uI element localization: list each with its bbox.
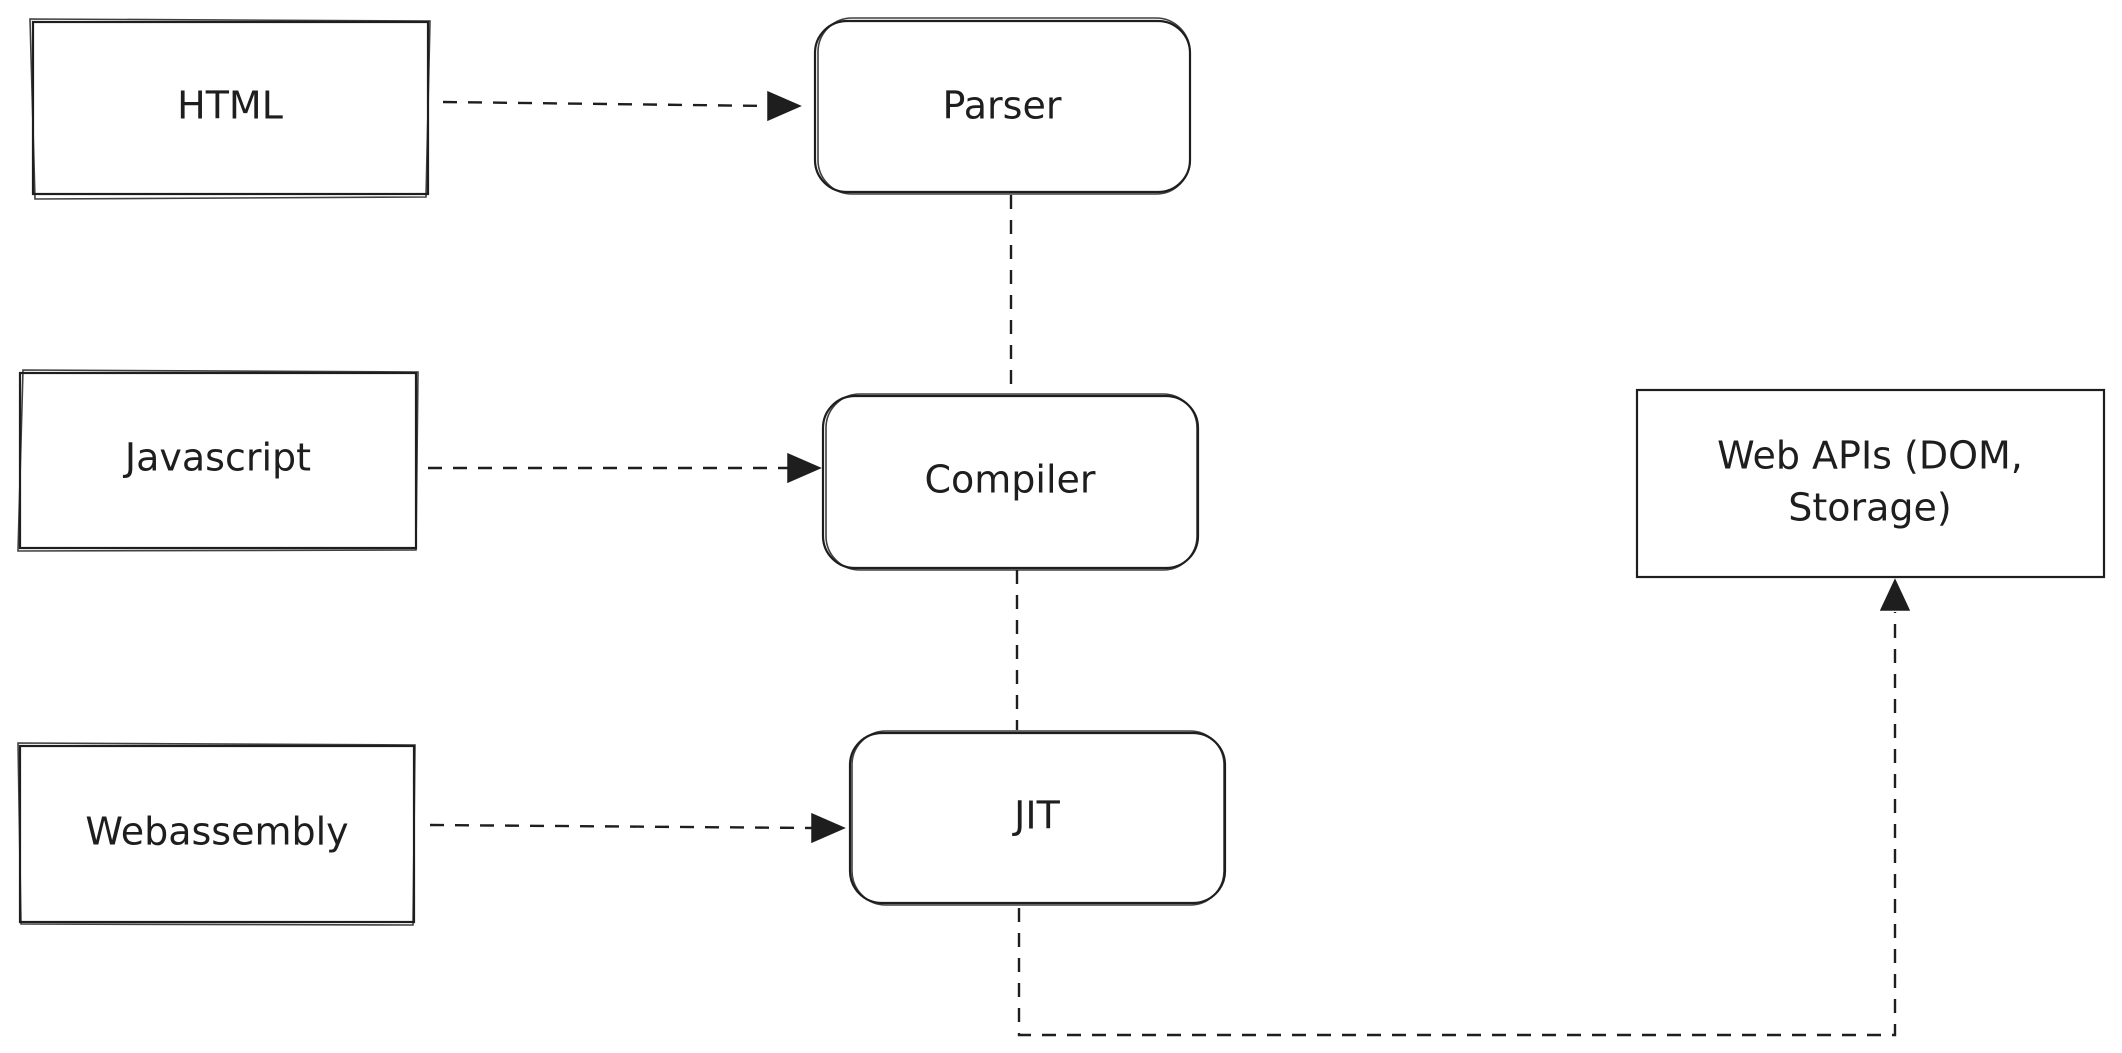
arrow-html-to-parser bbox=[442, 90, 802, 122]
arrow-jit-to-web-apis bbox=[1017, 578, 1911, 1037]
jit-box: JIT bbox=[848, 730, 1227, 906]
javascript-box: Javascript bbox=[17, 369, 419, 552]
parser-label: Parser bbox=[943, 84, 1062, 128]
parser-box: Parser bbox=[813, 17, 1192, 195]
compiler-label: Compiler bbox=[924, 458, 1095, 502]
html-box: HTML bbox=[29, 18, 431, 200]
arrow-webassembly-to-jit bbox=[429, 812, 846, 844]
web-apis-box: Web APIs (DOM, Storage) bbox=[1635, 388, 2106, 579]
javascript-label: Javascript bbox=[123, 436, 311, 480]
html-label: HTML bbox=[177, 84, 283, 128]
arrow-javascript-to-compiler bbox=[428, 452, 822, 484]
jit-label: JIT bbox=[1012, 794, 1060, 838]
web-apis-label-line2: Storage) bbox=[1788, 486, 1952, 530]
compiler-box: Compiler bbox=[821, 393, 1200, 571]
webassembly-box: Webassembly bbox=[17, 742, 416, 926]
webassembly-label: Webassembly bbox=[85, 810, 348, 854]
web-apis-label-line1: Web APIs (DOM, bbox=[1717, 434, 2023, 478]
